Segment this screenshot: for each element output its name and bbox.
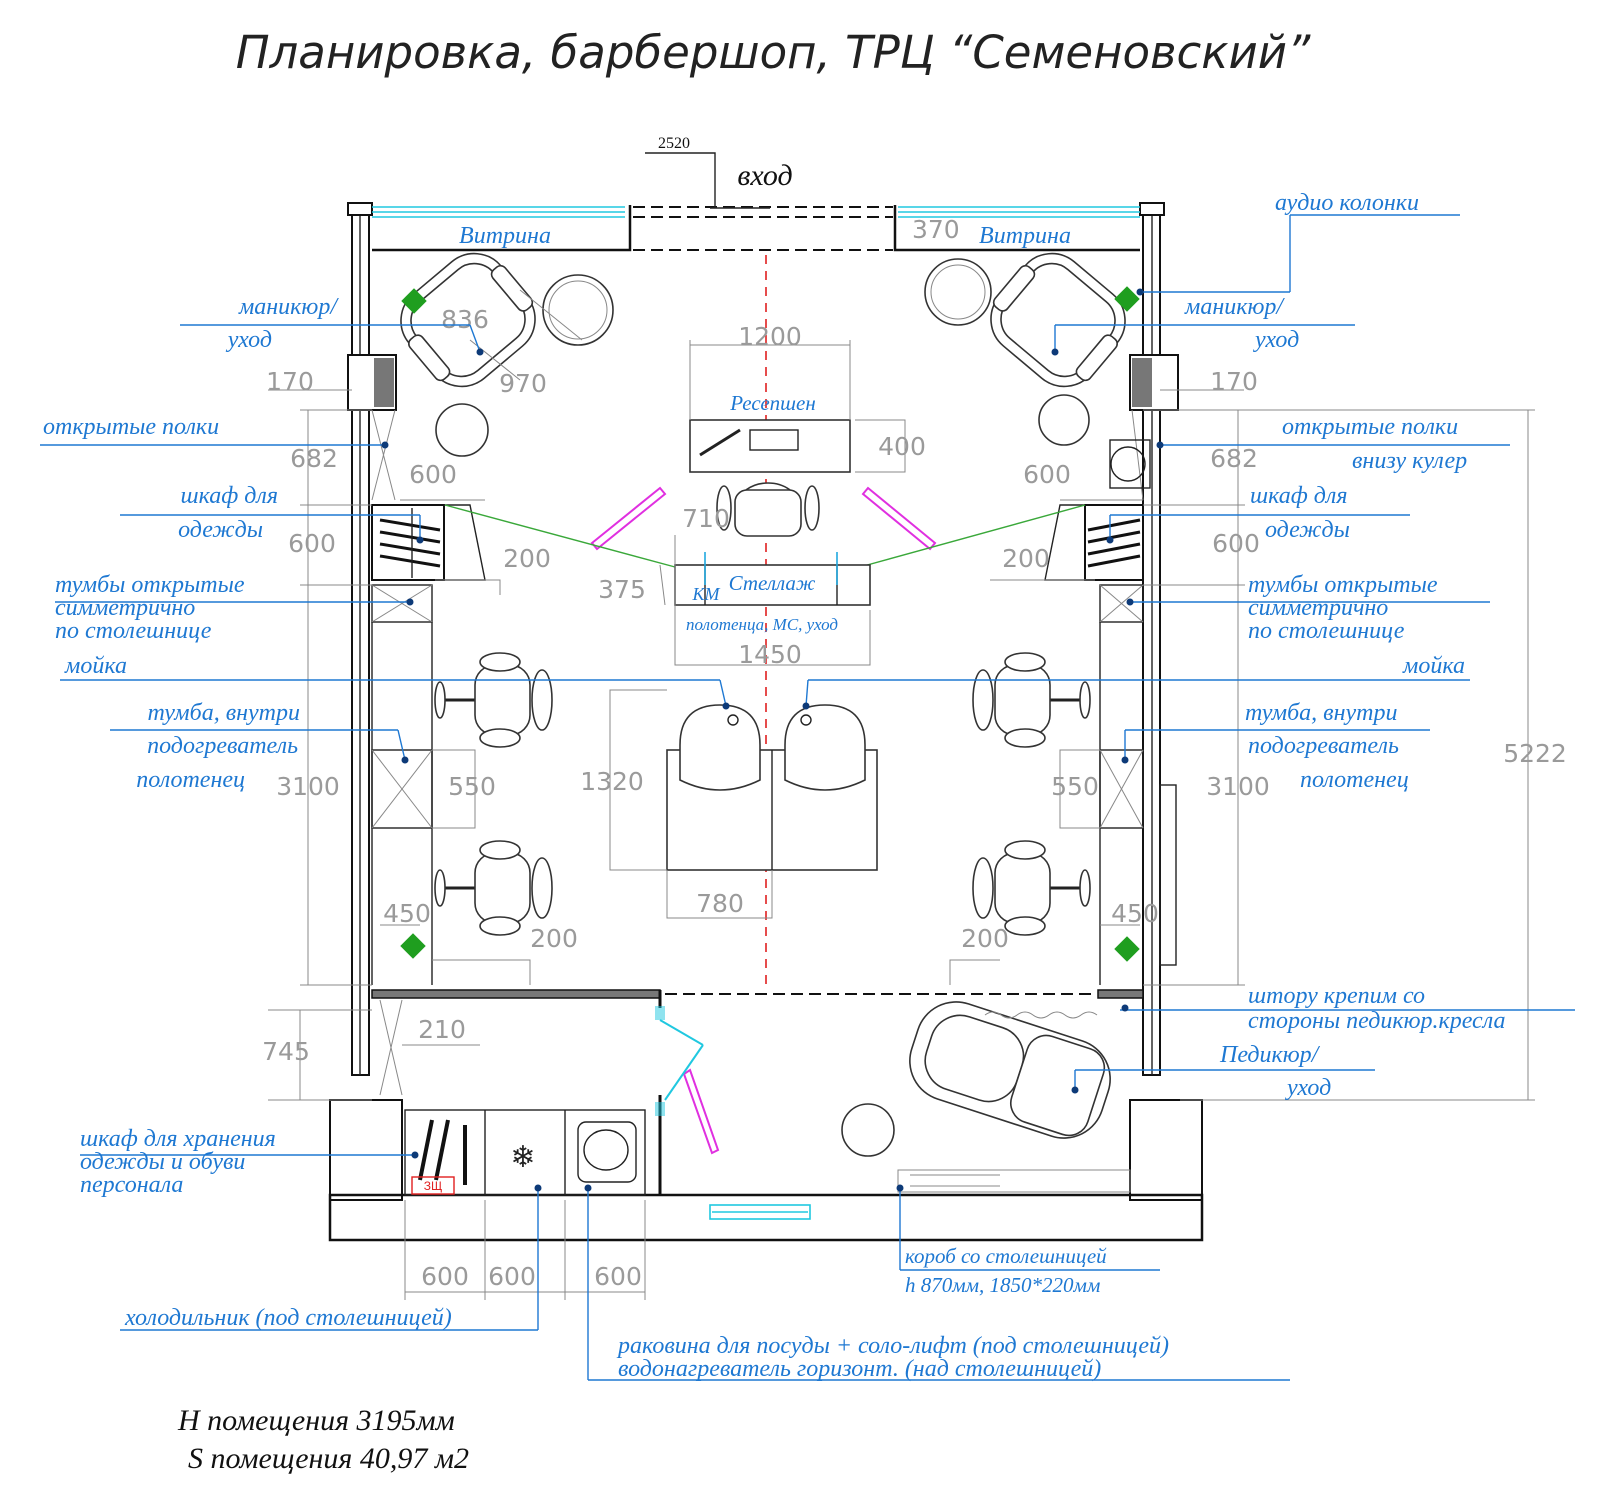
leader-lines — [40, 214, 1575, 1381]
label-heater-left-2: подогреватель — [147, 733, 298, 759]
dim-200-right: 200 — [1002, 544, 1050, 573]
dim-600-c: 600 — [594, 1262, 642, 1291]
label-open-shelves-left: открытые полки — [43, 414, 219, 440]
center-furniture: ❄ — [379, 419, 1131, 1196]
label-manicure-right-1: маникюр/ — [1184, 294, 1285, 320]
dimension-lines — [268, 289, 1535, 1300]
dim-1450: 1450 — [738, 640, 802, 669]
dim-1200: 1200 — [738, 322, 802, 351]
dim-450-left: 450 — [383, 899, 431, 928]
label-box-1: короб со столешницей — [905, 1244, 1107, 1268]
label-manicure-left-2: уход — [226, 327, 272, 353]
dimensions: 370 836 970 1200 400 170 170 682 682 600… — [262, 215, 1567, 1291]
dim-550-left: 550 — [448, 772, 496, 801]
label-manicure-left-1: маникюр/ — [238, 294, 339, 320]
walls — [328, 202, 1204, 1242]
dim-450-right: 450 — [1111, 899, 1159, 928]
label-sink-right: мойка — [1402, 653, 1465, 679]
left-furniture — [347, 252, 614, 985]
dim-170-right: 170 — [1210, 367, 1258, 396]
label-dish-sink-1: раковина для посуды + соло-лифт (под сто… — [616, 1333, 1169, 1359]
dim-710: 710 — [682, 504, 730, 533]
dim-780: 780 — [696, 889, 744, 918]
label-km: КМ — [692, 584, 721, 604]
label-wardrobe-left-1: шкаф для — [180, 483, 278, 509]
dim-375: 375 — [598, 575, 646, 604]
dim-836: 836 — [441, 305, 489, 334]
label-dish-sink-2: водонагреватель горизонт. (над столешниц… — [618, 1356, 1101, 1382]
plant-icon — [401, 288, 427, 314]
dim-600-a: 600 — [421, 1262, 469, 1291]
dim-682-left: 682 — [290, 444, 338, 473]
label-heater-right-3: полотенец — [1300, 767, 1409, 793]
label-manicure-right-2: уход — [1253, 327, 1299, 353]
label-heater-left-1: тумба, внутри — [148, 700, 300, 726]
label-audio: аудио колонки — [1275, 190, 1419, 216]
label-open-shelves-right-2: внизу кулер — [1352, 448, 1467, 474]
label-box-2: h 870мм, 1850*220мм — [905, 1273, 1100, 1297]
label-ztsch: ЗЩ — [424, 1179, 443, 1193]
label-pedestals-left-3: по столешнице — [55, 618, 212, 644]
snowflake-icon: ❄ — [510, 1141, 535, 1174]
label-vitrina-right: Витрина — [979, 223, 1071, 249]
dim-5222: 5222 — [1503, 739, 1567, 768]
dim-370: 370 — [912, 215, 960, 244]
dim-1320: 1320 — [580, 767, 644, 796]
label-wardrobe-left-2: одежды — [178, 517, 263, 543]
label-curtain-1: штору крепим со — [1248, 983, 1425, 1009]
labels: Витрина Витрина аудио колонки маникюр/ у… — [43, 190, 1505, 1382]
dim-170-left: 170 — [266, 367, 314, 396]
label-wardrobe-right-1: шкаф для — [1250, 483, 1348, 509]
label-sink-left: мойка — [64, 653, 127, 679]
label-staff-wardrobe-1: шкаф для хранения — [80, 1126, 276, 1152]
dim-3100-right: 3100 — [1206, 772, 1270, 801]
label-pedestals-right-1: тумбы открытые — [1248, 572, 1438, 598]
label-staff-wardrobe-3: персонала — [80, 1172, 183, 1198]
label-pedicure-2: уход — [1285, 1075, 1331, 1101]
dim-600-right-v: 600 — [1212, 529, 1260, 558]
label-rack: Стеллаж — [729, 571, 816, 595]
label-reception: Ресепшен — [729, 391, 816, 415]
entrance: 2520 вход — [645, 135, 793, 209]
dim-600-left: 600 — [409, 460, 457, 489]
dim-970: 970 — [499, 369, 547, 398]
label-pedestals-left-2: симметрично — [55, 595, 195, 621]
label-pedicure-1: Педикюр/ — [1219, 1042, 1321, 1068]
dim-3100-left: 3100 — [276, 772, 340, 801]
entrance-label: вход — [737, 159, 792, 192]
dim-210: 210 — [418, 1015, 466, 1044]
dim-200-bottom-right: 200 — [961, 924, 1009, 953]
dim-200-bottom-left: 200 — [530, 924, 578, 953]
label-open-shelves-right-1: открытые полки — [1282, 414, 1458, 440]
label-staff-wardrobe-2: одежды и обуви — [80, 1149, 245, 1175]
label-heater-right-1: тумба, внутри — [1245, 700, 1397, 726]
label-pedestals-left-1: тумбы открытые — [55, 572, 245, 598]
label-pedestals-right-3: по столешнице — [1248, 618, 1405, 644]
dim-600-left-v: 600 — [288, 529, 336, 558]
dim-200-left: 200 — [503, 544, 551, 573]
room-height: H помещения 3195мм — [177, 1404, 455, 1437]
right-furniture — [924, 252, 1179, 985]
dim-600-right: 600 — [1023, 460, 1071, 489]
label-fridge: холодильник (под столешницей) — [124, 1305, 452, 1331]
entrance-width: 2520 — [658, 135, 690, 152]
dim-600-b: 600 — [488, 1262, 536, 1291]
label-heater-left-3: полотенец — [136, 767, 245, 793]
dim-682-right: 682 — [1210, 444, 1258, 473]
dim-550-right: 550 — [1051, 772, 1099, 801]
label-pedestals-right-2: симметрично — [1248, 595, 1388, 621]
label-wardrobe-right-2: одежды — [1265, 517, 1350, 543]
label-rack-sub: полотенца, МС, уход — [686, 615, 838, 634]
label-heater-right-2: подогреватель — [1248, 733, 1399, 759]
label-curtain-2: стороны педикюр.кресла — [1248, 1008, 1505, 1034]
page-title: Планировка, барбершоп, ТРЦ “Семеновский” — [236, 26, 1311, 79]
dim-745: 745 — [262, 1037, 310, 1066]
label-vitrina-left: Витрина — [459, 223, 551, 249]
dim-400: 400 — [878, 432, 926, 461]
room-area: S помещения 40,97 м2 — [188, 1442, 469, 1475]
